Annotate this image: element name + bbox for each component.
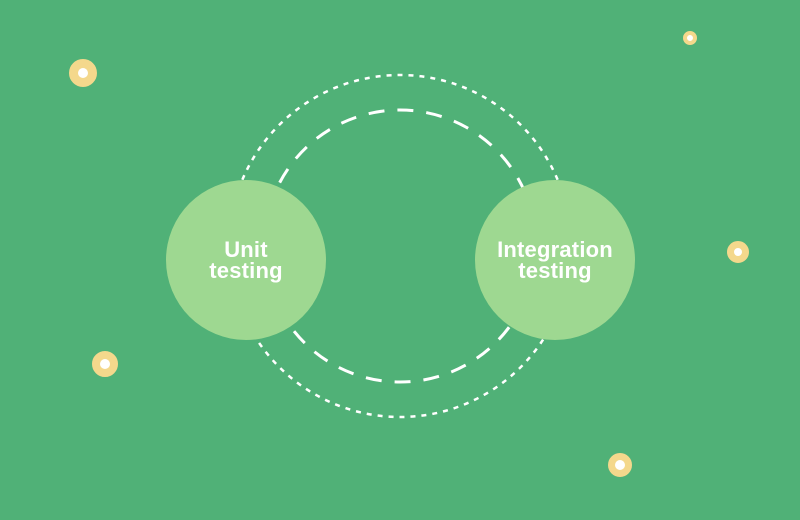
- node-unit-testing: Unit testing: [166, 180, 326, 340]
- donut-dot: [727, 241, 749, 263]
- node-label: Integration testing: [497, 237, 613, 283]
- node-label: Unit testing: [209, 237, 283, 283]
- donut-dot: [92, 351, 118, 377]
- donut-dot: [69, 59, 97, 87]
- donut-dot: [608, 453, 632, 477]
- donut-dot: [683, 31, 697, 45]
- node-integration-testing: Integration testing: [475, 180, 635, 340]
